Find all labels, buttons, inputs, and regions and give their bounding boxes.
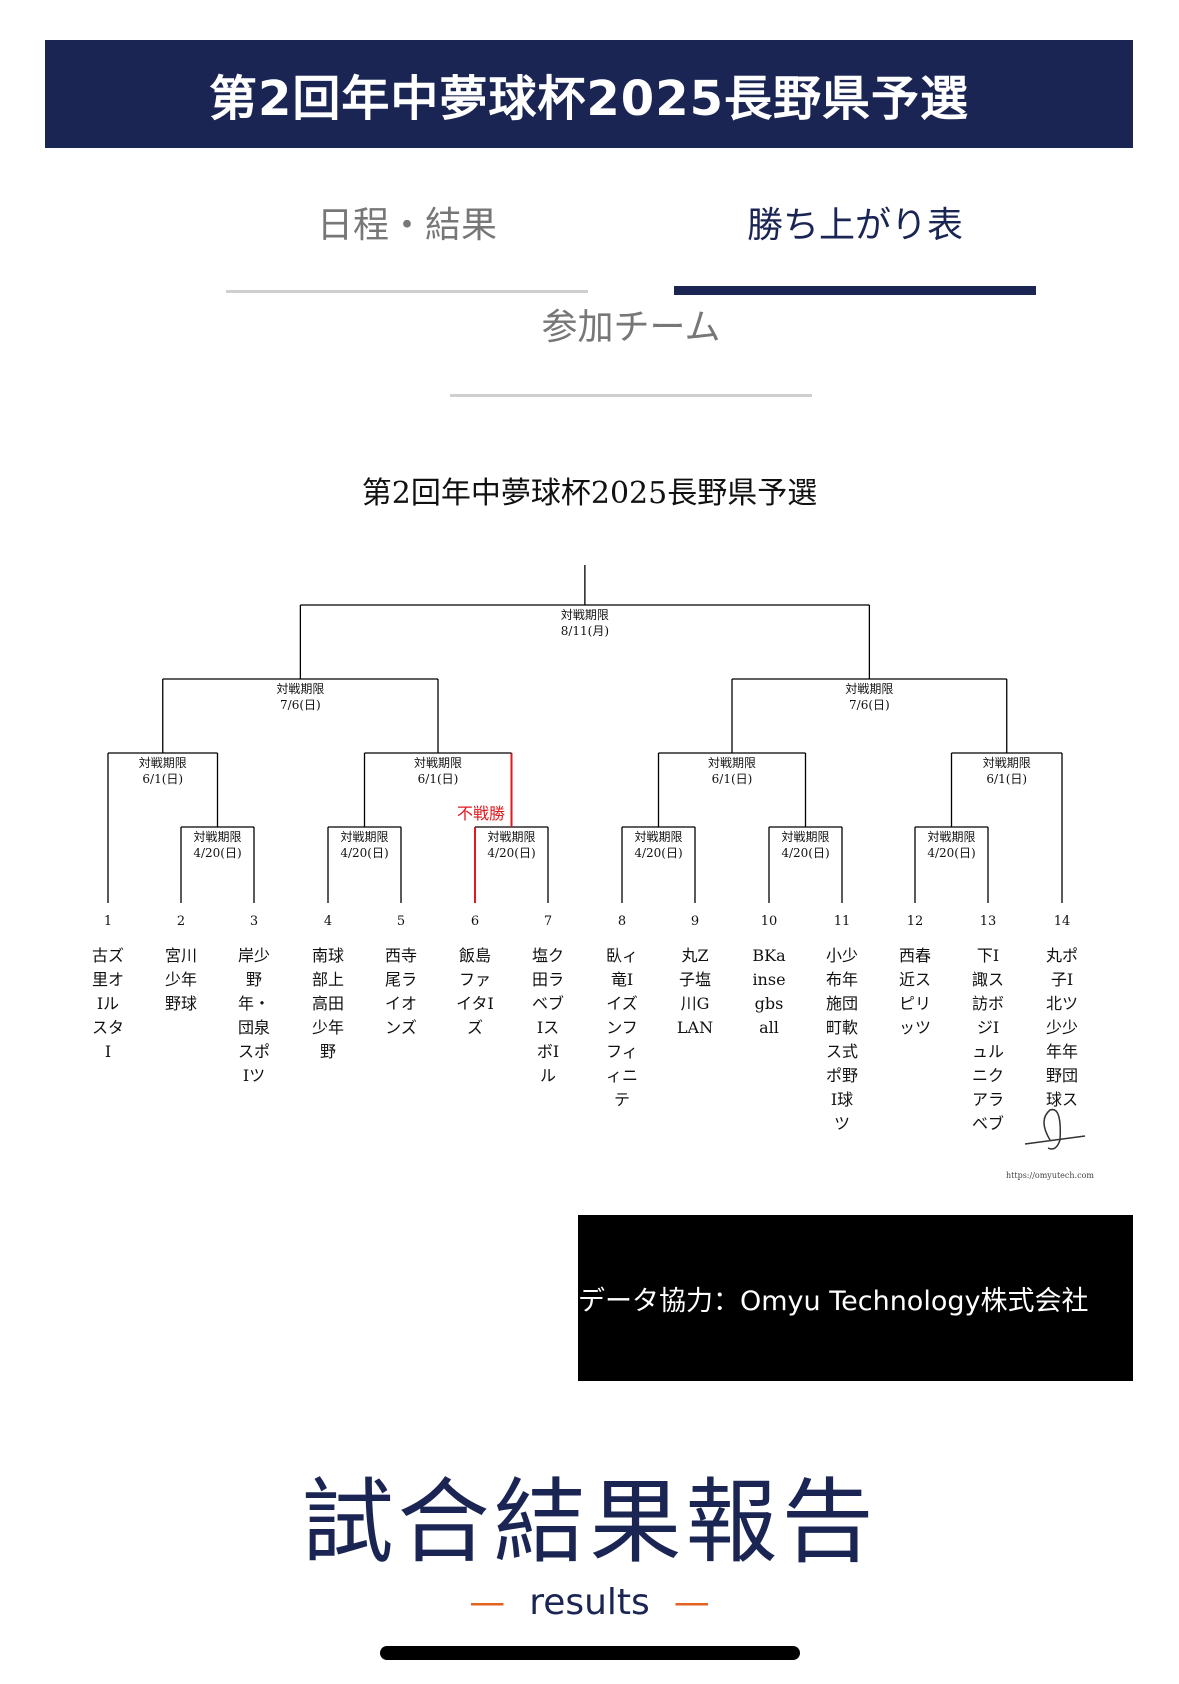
quarter-2-label: 対戦期限 (414, 756, 462, 770)
team-name-12: 西春近スピリッツ (898, 946, 931, 1037)
match-12-13-date: 4/20(日) (927, 846, 975, 860)
team-name-3: 岸少野年・団泉スポIツ (237, 946, 270, 1085)
match-6-7-label: 対戦期限 (487, 830, 535, 844)
page-header: 第2回年中夢球杯2025長野県予選 (45, 40, 1133, 148)
bracket-title: 第2回年中夢球杯2025長野県予選 (361, 476, 818, 511)
final-label: 対戦期限 (561, 608, 609, 622)
team-seed-2: 2 (177, 914, 185, 929)
team-name-14: 丸ポ子I北ツ少少年年野団球ス (1045, 946, 1078, 1109)
match-4-5-date: 4/20(日) (340, 846, 388, 860)
team-seed-4: 4 (324, 914, 332, 929)
team-seed-7: 7 (544, 914, 552, 929)
team-seed-9: 9 (691, 914, 699, 929)
tab-bracket[interactable]: 勝ち上がり表 (746, 205, 963, 246)
sponsor-text: データ協力：Omyu Technology株式会社 (578, 1285, 1089, 1317)
team-name-8: 臥ィ竜Iイズンフフィィニテ (605, 946, 638, 1109)
team-name-6: 飯島ファイタIズ (456, 946, 494, 1037)
final-date: 8/11(月) (561, 624, 609, 638)
match-4-5-label: 対戦期限 (340, 830, 388, 844)
quarter-3-label: 対戦期限 (708, 756, 756, 770)
walkover-label: 不戦勝 (457, 804, 505, 823)
quarter-4-label: 対戦期限 (983, 756, 1031, 770)
watermark-logo-icon (1024, 1108, 1086, 1150)
tab-teams[interactable]: 参加チーム (541, 307, 721, 348)
results-subtitle-text: results (529, 1582, 650, 1623)
team-name-9: 丸Z子塩川GLAN (676, 946, 714, 1037)
watermark-text: https://omyutech.com (1006, 1171, 1094, 1180)
match-6-7-date: 4/20(日) (487, 846, 535, 860)
team-name-1: 古ズ里オIルスタI (91, 946, 124, 1061)
team-name-5: 西寺尾ライオンズ (384, 946, 417, 1037)
team-seed-14: 14 (1054, 914, 1071, 929)
header-title: 第2回年中夢球杯2025長野県予選 (209, 71, 969, 127)
semi-1-label: 対戦期限 (276, 682, 324, 696)
team-name-2: 宮川少年野球 (164, 946, 197, 1013)
match-10-11-date: 4/20(日) (781, 846, 829, 860)
tab-schedule[interactable]: 日程・結果 (316, 205, 497, 246)
semi-2-date: 7/6(日) (849, 698, 890, 712)
match-12-13-label: 対戦期限 (927, 830, 975, 844)
dash-left-icon: — (469, 1582, 506, 1623)
team-seed-3: 3 (250, 914, 258, 929)
team-name-7: 塩ク田ラベブIスボIル (531, 946, 564, 1085)
semi-1-date: 7/6(日) (280, 698, 321, 712)
team-seed-6: 6 (471, 914, 479, 929)
tab-schedule-underline (226, 290, 588, 293)
semi-2-label: 対戦期限 (845, 682, 893, 696)
team-seed-13: 13 (980, 914, 997, 929)
team-name-11: 小少布年施団町軟ス式ポ野I球ツ (825, 946, 858, 1133)
tab-teams-underline (450, 394, 812, 397)
match-8-9-date: 4/20(日) (634, 846, 682, 860)
match-8-9-label: 対戦期限 (634, 830, 682, 844)
team-seed-12: 12 (907, 914, 924, 929)
team-name-13: 下I諏ス訪ボジIュルニクアラベブ (971, 946, 1004, 1133)
quarter-2-date: 6/1(日) (418, 772, 459, 786)
quarter-1-date: 6/1(日) (142, 772, 183, 786)
sponsor-banner: データ協力：Omyu Technology株式会社 (578, 1215, 1133, 1381)
quarter-4-date: 6/1(日) (986, 772, 1027, 786)
match-10-11-label: 対戦期限 (781, 830, 829, 844)
results-title: 試合結果報告 (301, 1469, 878, 1576)
dash-right-icon: — (673, 1582, 710, 1623)
quarter-3-date: 6/1(日) (712, 772, 753, 786)
bracket-chart: 第2回年中夢球杯2025長野県予選 対戦期限 4/20(日) 対戦期限 4/20(日)… (0, 460, 1179, 1200)
team-name-4: 南球部上高田少年野 (311, 946, 344, 1061)
team-seed-8: 8 (618, 914, 626, 929)
team-seed-1: 1 (104, 914, 112, 929)
tab-bracket-underline (674, 286, 1036, 295)
team-seed-5: 5 (397, 914, 405, 929)
bracket-lines: 対戦期限 4/20(日) 対戦期限 4/20(日) 対戦期限 4/20(日) 対戦期限 4/2… (104, 565, 1094, 1180)
team-seed-10: 10 (761, 914, 778, 929)
team-name-10: BKainsegbsall (752, 946, 786, 1037)
match-2-3-label: 対戦期限 (193, 830, 241, 844)
home-indicator[interactable] (380, 1646, 800, 1660)
match-2-3-date: 4/20(日) (193, 846, 241, 860)
results-subtitle: — results — (0, 1582, 1179, 1623)
quarter-1-label: 対戦期限 (139, 756, 187, 770)
team-seed-11: 11 (834, 914, 851, 929)
